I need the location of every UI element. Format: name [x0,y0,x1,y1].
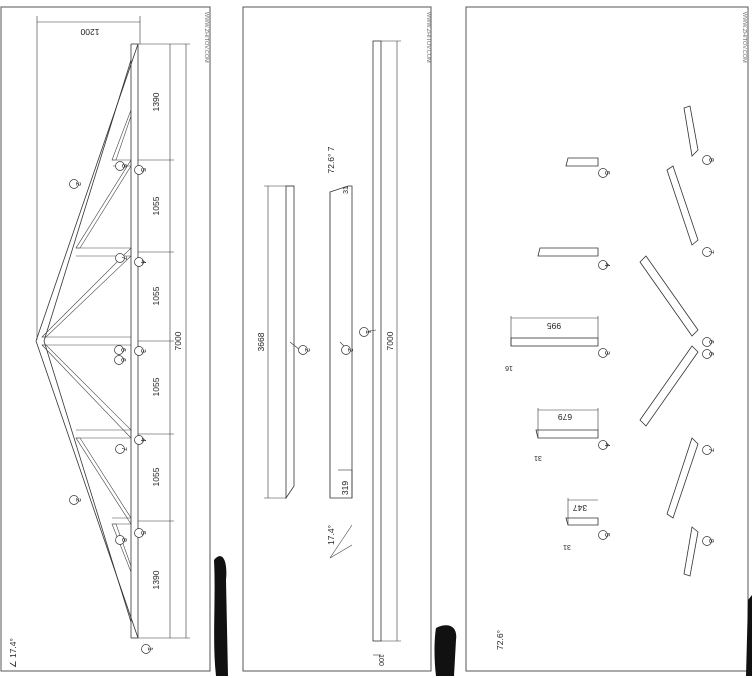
post-4-top [537,247,599,257]
svg-text:6: 6 [119,358,126,362]
small-dim-31: 31 [343,186,350,194]
post-3 [510,337,599,347]
svg-text:2: 2 [74,182,81,186]
part-callouts: 2 2 8 5 7 4 6 6 3 7 4 8 5 1 [69,161,153,654]
svg-text:5: 5 [603,171,610,175]
svg-text:1: 1 [146,647,153,651]
panel2-angle-label: 17.4° [326,525,336,545]
post4-length-label: 679 [558,412,572,422]
svg-text:4: 4 [603,263,610,267]
svg-text:8: 8 [120,538,127,542]
svg-text:5: 5 [603,533,610,537]
posts [42,159,131,525]
brace-8-top [683,105,699,157]
svg-text:3: 3 [603,351,610,355]
svg-text:3: 3 [139,349,146,353]
svg-text:2: 2 [74,498,81,502]
panel2-frame [242,6,432,672]
panel-assembled-truss: WWW.ZHITOV.COM 1200 [0,6,211,672]
span-label: 1200 [80,27,99,37]
post-4 [535,429,599,439]
black-mark-1 [214,556,228,676]
post5-small-label: 31 [563,543,571,550]
brace-7-top [666,165,699,246]
angle-marker [329,524,353,559]
chord-length-label: 3668 [256,332,266,351]
post3-length-label: 995 [547,321,561,331]
post5-length-label: 347 [573,503,587,513]
total-length-label: 7000 [173,331,183,350]
svg-text:6: 6 [119,348,126,352]
angle-label: ∠ 17.4° [8,638,18,668]
svg-text:6: 6 [707,352,714,356]
svg-text:4: 4 [139,438,146,442]
black-mark-2 [434,625,457,676]
post-5-top [565,157,599,167]
watermark: WWW.ZHITOV.COM [741,12,747,63]
top-chord-outer [35,43,139,639]
panel3-angle-label: 72.6° [495,630,505,650]
top-chord-inner [43,59,132,623]
svg-text:4: 4 [603,443,610,447]
segment-label-4: 1055 [151,377,161,396]
black-mark-3 [746,595,752,676]
bottom-length-label: 7000 [385,331,395,350]
svg-text:7: 7 [120,256,127,260]
part-number-2a: 2 [303,348,310,352]
segment-ticks [138,43,190,639]
svg-text:8: 8 [120,164,127,168]
panel-chords: WWW.ZHITOV.COM 3668 2 72.6° 7 31 319 2 1… [242,6,432,672]
bottom-chord-piece [372,40,382,642]
depth-label: 319 [340,481,350,495]
svg-text:7: 7 [707,448,714,452]
panel-posts-braces: WWW.ZHITOV.COM 5 4 995 16 3 679 31 4 347… [465,6,749,672]
svg-text:5: 5 [139,168,146,172]
brace-6-top [639,255,699,337]
top-angle-label: 72.6° 7 [326,146,336,173]
panel1-frame [0,6,211,672]
svg-text:8: 8 [707,158,714,162]
svg-text:7: 7 [707,250,714,254]
segment-label-3: 1055 [151,286,161,305]
svg-text:7: 7 [120,447,127,451]
brace-8-bottom [683,526,699,577]
segment-label-2: 1055 [151,196,161,215]
part-number-1: 1 [364,330,371,334]
svg-text:6: 6 [707,340,714,344]
post4-small-label: 31 [534,454,542,461]
segment-label-5: 1055 [151,467,161,486]
panel3-frame [465,6,749,672]
segment-label-6: 1390 [151,570,161,589]
brace-7-bottom [666,437,699,519]
svg-text:5: 5 [139,531,146,535]
part-number-2b: 2 [346,348,353,352]
brace-6-bottom [639,345,699,427]
post-5 [565,517,599,526]
svg-text:4: 4 [139,260,146,264]
svg-text:8: 8 [707,539,714,543]
segment-label-1: 1390 [151,92,161,111]
watermark: WWW.ZHITOV.COM [203,12,209,63]
chord-piece-cut [329,185,353,499]
offset-label: 100 [377,654,384,666]
watermark: WWW.ZHITOV.COM [425,12,431,63]
diagonal-braces [41,109,132,573]
post3-small-label: 16 [505,364,513,371]
